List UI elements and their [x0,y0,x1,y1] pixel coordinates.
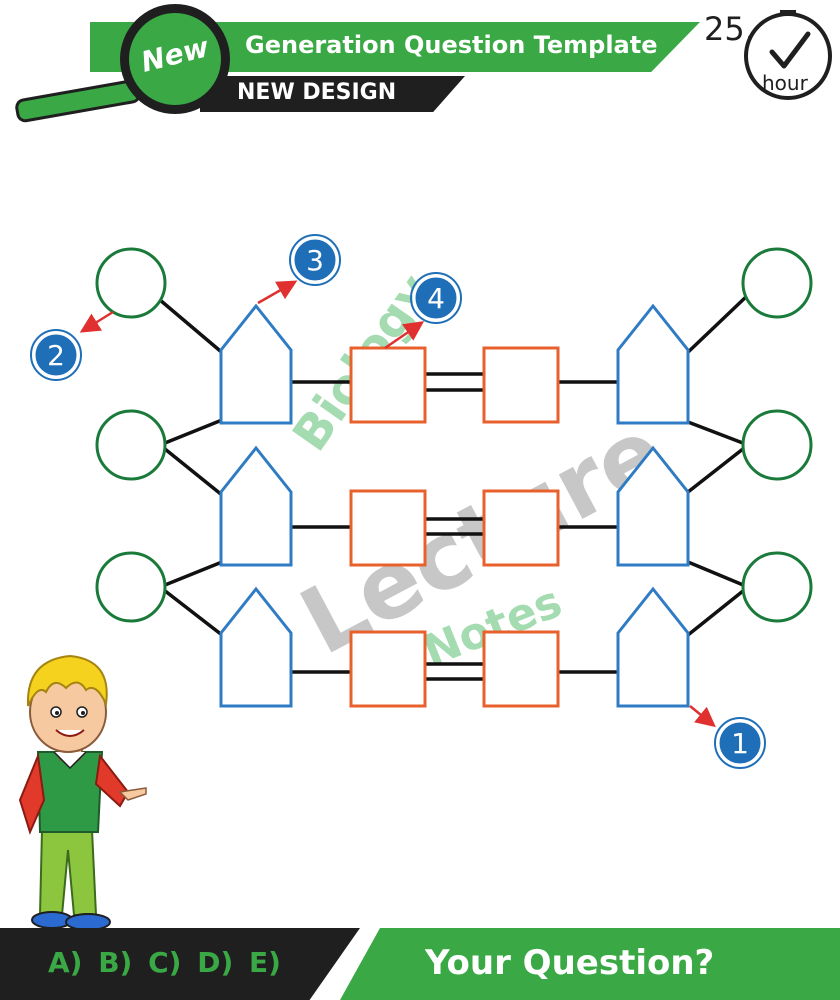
pentagon-nodes [219,303,690,708]
pentagon-node [219,586,293,708]
timer-value: 25. [704,10,755,48]
pentagon-node [616,445,690,567]
pentagon-node [219,445,293,567]
callout-label: 2 [47,339,65,372]
pentagon-node [219,303,293,425]
circle-node [95,247,167,319]
answer-options: A) B) C) D) E) [48,946,281,979]
square-node [482,489,560,567]
circle-node [95,551,167,623]
callout-3: 3 [289,234,341,286]
cartoon-boy-illustration [18,654,147,931]
square-node [349,489,427,567]
checkmark-icon [769,31,811,69]
square-nodes [349,346,560,708]
circle-node [741,551,813,623]
subheader-band [200,76,465,112]
timer-unit: hour [762,71,809,95]
callout-2: 2 [30,329,82,381]
square-node [349,630,427,708]
footer-question-band [340,928,840,1000]
question-prompt: Your Question? [425,943,715,983]
circle-node [95,409,167,481]
magnifier-lens [129,13,221,105]
circle-node [741,409,813,481]
pentagon-node [616,586,690,708]
watermark: Biology Lecture Notes [282,264,681,677]
callout-4: 4 [410,272,462,324]
callout-arrows [79,280,716,728]
callout-label: 3 [306,244,324,277]
callout-1: 1 [714,717,766,769]
callout-label: 1 [731,727,749,760]
pentagon-node [616,303,690,425]
timer-badge: 25. hour [700,4,835,104]
subheader-title: NEW DESIGN [237,80,397,105]
square-node [482,346,560,424]
callout-label: 4 [427,282,445,315]
square-node [482,630,560,708]
circle-node [741,247,813,319]
footer-options-band [0,928,360,1000]
circle-nodes [95,247,813,623]
connector-lines [158,293,750,681]
square-node [349,346,427,424]
header-title: Generation Question Template [245,31,658,59]
